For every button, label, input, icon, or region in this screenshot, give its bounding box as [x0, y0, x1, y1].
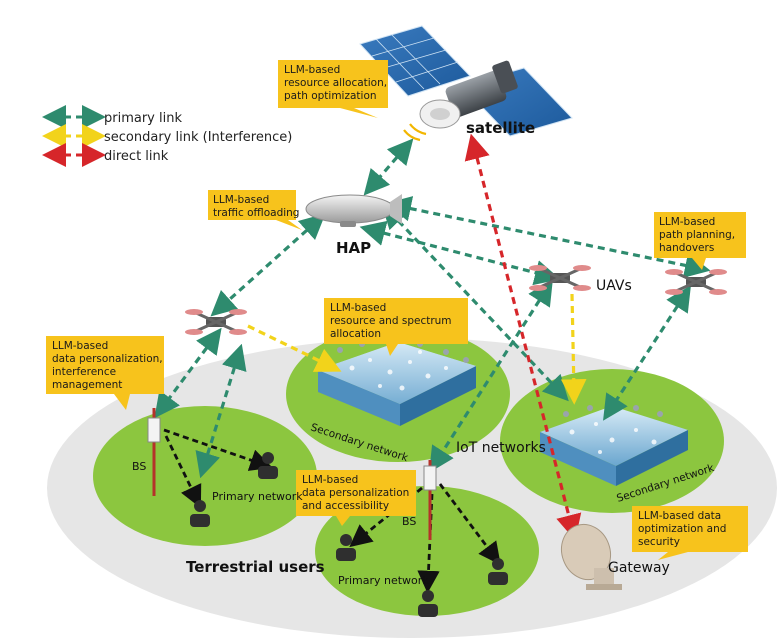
- user-icon: [488, 558, 508, 585]
- terrestrial-users-label: Terrestrial users: [186, 558, 325, 576]
- callout-line: data personalization,: [52, 353, 163, 365]
- hap-label: HAP: [336, 239, 371, 257]
- user-icons: [190, 452, 508, 617]
- callout-line: LLM-based data: [638, 510, 721, 522]
- primary-network-right-label: Primary network: [338, 574, 429, 587]
- callout-line: path planning,: [659, 229, 735, 241]
- direct-link-satellite-gateway: [464, 133, 582, 541]
- link-satellite-hap: [363, 138, 414, 196]
- legend-primary: primary link: [42, 105, 182, 129]
- gateway-dish-icon: [560, 523, 622, 590]
- interference-link-left: [247, 324, 342, 372]
- drone-icon-right: [665, 269, 727, 295]
- callout-line: resource allocation,: [284, 77, 387, 89]
- legend: primary link secondary link (Interferenc…: [42, 105, 292, 167]
- callout-line: allocation: [330, 328, 381, 340]
- callout-line: interference: [52, 366, 116, 378]
- legend-label: direct link: [104, 149, 169, 164]
- callout-line: security: [638, 536, 680, 548]
- callout-line: resource and spectrum: [330, 315, 452, 327]
- callout-line: optimization and: [638, 523, 726, 535]
- user-icon: [190, 500, 210, 527]
- link-uav-iot-right: [603, 285, 691, 421]
- callout-line: traffic offloading: [213, 207, 299, 219]
- link-hap-uav-right: [385, 196, 711, 278]
- user-icon: [336, 534, 356, 561]
- user-icon: [258, 452, 278, 479]
- uavs-label: UAVs: [596, 278, 632, 294]
- legend-label: secondary link (Interference): [104, 130, 292, 145]
- primary-network-left-label: Primary network: [212, 490, 303, 503]
- legend-secondary: secondary link (Interference): [42, 124, 292, 148]
- satellite-icon: [359, 25, 573, 142]
- callout-line: LLM-based: [330, 302, 386, 314]
- callout-line: data personalization: [302, 487, 409, 499]
- bs-left-label: BS: [132, 460, 146, 473]
- callout-line: LLM-based: [52, 340, 108, 352]
- link-hap-uav-left: [210, 213, 326, 317]
- satellite-label: satellite: [466, 119, 535, 137]
- callout-line: LLM-based: [284, 64, 340, 76]
- callout-line: management: [52, 379, 122, 391]
- bs-tower-right-icon: [423, 460, 437, 540]
- bs-right-label: BS: [402, 515, 416, 528]
- callout-line: and accessibility: [302, 500, 389, 512]
- callout-line: handovers: [659, 242, 714, 254]
- callout-line: LLM-based: [213, 194, 269, 206]
- iot-networks-label: IoT networks: [456, 440, 546, 456]
- drone-icon-left: [185, 309, 247, 335]
- legend-direct: direct link: [42, 143, 169, 167]
- hap-icon: [305, 194, 402, 227]
- callout-line: LLM-based: [302, 474, 358, 486]
- link-hap-uav-mid: [359, 220, 561, 286]
- callout-line: LLM-based: [659, 216, 715, 228]
- user-icon: [418, 590, 438, 617]
- gateway-label: Gateway: [608, 560, 670, 576]
- bs-tower-left-icon: [147, 408, 161, 496]
- callout-line: path optimization: [284, 90, 377, 102]
- drone-icon-mid: [529, 265, 591, 291]
- legend-label: primary link: [104, 111, 182, 126]
